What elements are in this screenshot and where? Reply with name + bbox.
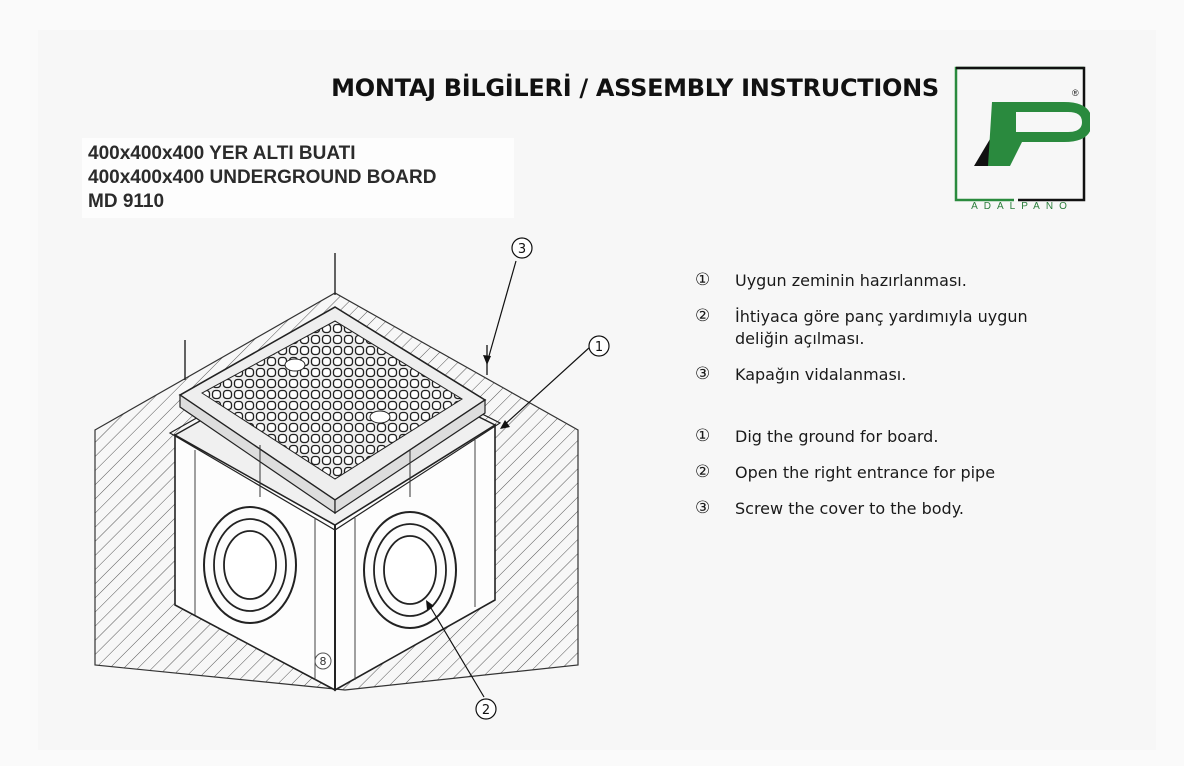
step-tr-3-text: Kapağın vidalanması. [735,365,907,384]
instruction-steps: ① Uygun zeminin hazırlanması. ② İhtiyaca… [695,270,1135,534]
callout-2: 2 [475,698,497,720]
step-tr-2-number: ② [695,306,711,326]
assembly-drawing: 3 1 2 8 [94,237,610,720]
brand-name: ADALPANO [971,201,1073,212]
step-en-1-text: Dig the ground for board. [735,427,939,446]
adalpano-logo: ® ADALPANO [954,66,1090,218]
callout-8: 8 [314,652,332,670]
registered-mark: ® [1072,88,1079,98]
step-en-2: ② Open the right entrance for pipe [695,462,1135,484]
callout-3: 3 [511,237,533,259]
product-name-en: 400x400x400 UNDERGROUND BOARD [88,167,437,188]
step-en-1-number: ① [695,426,711,446]
callout-8-label: 8 [320,655,327,668]
step-tr-2: ② İhtiyaca göre panç yardımıyla uygun de… [695,306,1135,350]
product-info: 400x400x400 YER ALTI BUATI 400x400x400 U… [82,138,514,218]
step-en-3-number: ③ [695,498,711,518]
callout-1-label: 1 [595,340,603,355]
callout-1: 1 [588,335,610,357]
step-en-2-number: ② [695,462,711,482]
step-tr-2-text: İhtiyaca göre panç yardımıyla uygun deli… [735,307,1028,348]
callout-2-label: 2 [482,703,490,718]
step-tr-1: ① Uygun zeminin hazırlanması. [695,270,1135,292]
callout-3-label: 3 [518,242,526,257]
logo-mark-icon: ® [954,66,1090,202]
product-code: MD 9110 [88,191,165,212]
step-tr-3: ③ Kapağın vidalanması. [695,364,1135,386]
page-title: MONTAJ BİLGİLERİ / ASSEMBLY INSTRUCTIONS [331,74,939,102]
step-en-3-text: Screw the cover to the body. [735,499,964,518]
grated-cover [178,306,487,515]
pipe-entrance-left [203,506,297,624]
callout-leaders [426,260,591,698]
step-tr-3-number: ③ [695,364,711,384]
step-en-3: ③ Screw the cover to the body. [695,498,1135,520]
step-en-1: ① Dig the ground for board. [695,426,1135,448]
step-en-2-text: Open the right entrance for pipe [735,463,996,482]
pipe-entrance-right [363,511,457,629]
step-tr-1-text: Uygun zeminin hazırlanması. [735,271,967,290]
step-tr-1-number: ① [695,270,711,290]
product-name-tr: 400x400x400 YER ALTI BUATI [88,143,356,164]
